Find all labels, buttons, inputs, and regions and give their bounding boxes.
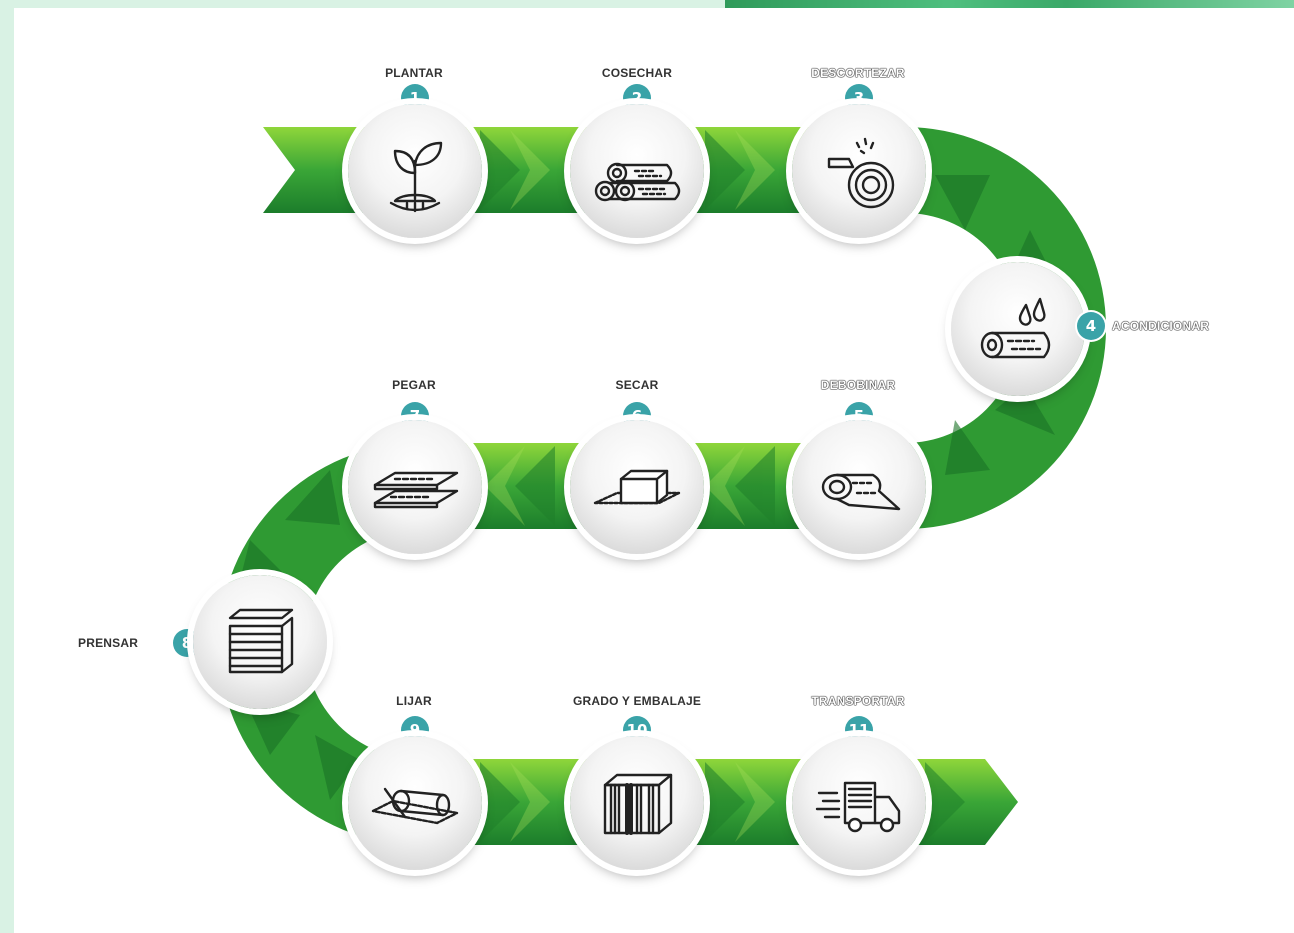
step-10-circle [570,736,704,870]
chevrons-row-2 [485,446,775,526]
chevrons-row-1 [480,130,775,210]
step-3-label: DESCORTEZAR [811,66,905,80]
step-9-label: LIJAR [396,694,432,708]
step-4-badge: 4 [1077,312,1105,340]
frame-top-banner [725,0,1294,8]
truck-icon [815,781,901,833]
step-8-circle [193,575,327,709]
sprout-icon [389,141,443,213]
step-5-circle [792,420,926,554]
step-6-label: SECAR [615,378,659,392]
logs-icon [594,162,681,202]
step-1-label: PLANTAR [385,66,443,80]
water-log-icon [980,297,1051,359]
frame-top-edge [0,0,725,8]
step-9-circle [348,736,482,870]
step-5-label: DEBOBINAR [820,378,896,392]
step-3-circle [792,104,926,238]
step-7-circle [348,420,482,554]
step-10-label: GRADO Y EMBALAJE [572,694,702,708]
step-2-circle [570,104,704,238]
step-6-circle [570,420,704,554]
step-4-label: ACONDICIONAR [1112,319,1210,333]
veneer-sheets-icon [373,471,459,509]
debarking-icon [827,137,895,209]
step-8-label: PRENSAR [78,636,139,650]
chevrons-row-3 [480,762,965,842]
step-4-circle [951,262,1085,396]
step-1-circle [348,104,482,238]
sander-icon [371,787,459,825]
step-2-label: COSECHAR [601,66,673,80]
panel-stack-icon [603,773,673,835]
step-11-circle [792,736,926,870]
road-curve-right [905,127,1106,529]
step-7-label: PEGAR [392,378,436,392]
dryer-icon [593,469,681,505]
step-11-label: TRANSPORTAR [811,694,905,708]
frame-left-edge [0,0,14,933]
peeling-log-icon [821,473,901,511]
press-icon [228,608,294,674]
